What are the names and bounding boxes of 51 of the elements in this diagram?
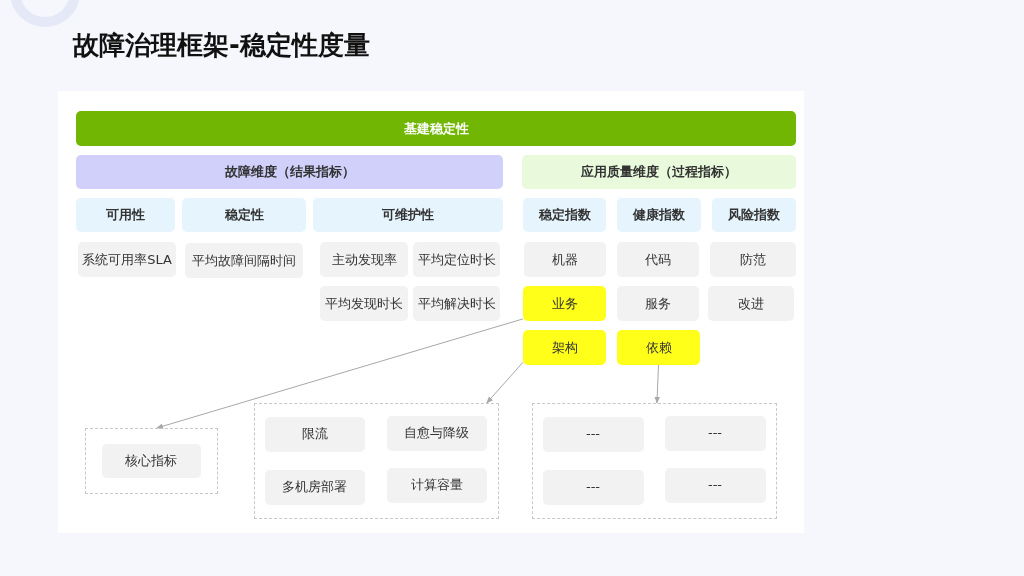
node-label: 稳定性 bbox=[224, 207, 264, 223]
dimension-header bbox=[617, 198, 701, 232]
node-label: 应用质量维度（过程指标） bbox=[581, 164, 737, 180]
dashed-group-box bbox=[85, 428, 218, 494]
node-label: 业务 bbox=[551, 295, 578, 312]
node-label: 机器 bbox=[552, 251, 578, 268]
node-label: --- bbox=[707, 425, 723, 441]
node-label: 平均故障间隔时间 bbox=[192, 252, 296, 269]
node-label: 平均定位时长 bbox=[417, 251, 496, 268]
node-label: --- bbox=[707, 477, 723, 493]
node-label: 计算容量 bbox=[410, 477, 463, 493]
node-label: 健康指数 bbox=[633, 207, 685, 223]
node-label: --- bbox=[585, 479, 601, 495]
node-label: 稳定指数 bbox=[538, 207, 591, 223]
node-label: 系统可用率SLA bbox=[82, 251, 172, 268]
dashed-group-box bbox=[532, 403, 777, 519]
node-label: --- bbox=[585, 426, 601, 442]
node-label: 改进 bbox=[738, 295, 764, 312]
category-header bbox=[522, 155, 796, 189]
node-label: 防范 bbox=[740, 251, 766, 268]
node-label: 平均发现时长 bbox=[325, 295, 403, 312]
dimension-header bbox=[712, 198, 796, 232]
arrow bbox=[654, 364, 660, 404]
node-label: 多机房部署 bbox=[282, 479, 347, 495]
highlighted-metric-box bbox=[617, 330, 700, 365]
node-label: 故障维度（结果指标） bbox=[224, 164, 355, 180]
node-label: 依赖 bbox=[645, 339, 672, 356]
dashed-group-box bbox=[254, 403, 499, 519]
node-label: 可用性 bbox=[106, 207, 145, 223]
dimension-header bbox=[76, 198, 175, 232]
node-label: 基建稳定性 bbox=[403, 120, 469, 137]
dimension-header bbox=[182, 198, 306, 232]
node-label: 主动发现率 bbox=[331, 251, 397, 268]
node-label: 平均解决时长 bbox=[417, 295, 496, 312]
category-header bbox=[76, 155, 503, 189]
node-label: 风险指数 bbox=[728, 207, 780, 223]
node-label: 核心指标 bbox=[125, 452, 177, 469]
node-label: 服务 bbox=[645, 295, 671, 312]
arrow bbox=[486, 361, 524, 404]
dimension-header bbox=[313, 198, 503, 232]
page-title: 故障治理框架-稳定性度量 bbox=[73, 29, 370, 62]
banner bbox=[76, 111, 796, 146]
highlighted-metric-box bbox=[523, 286, 606, 321]
arrow bbox=[156, 318, 524, 429]
node-label: 架构 bbox=[551, 339, 578, 356]
node-label: 代码 bbox=[645, 251, 671, 268]
node-label: 限流 bbox=[301, 426, 328, 442]
node-label: 自愈与降级 bbox=[404, 425, 469, 441]
highlighted-metric-box bbox=[523, 330, 606, 365]
dimension-header bbox=[523, 198, 606, 232]
node-label: 可维护性 bbox=[382, 207, 434, 223]
